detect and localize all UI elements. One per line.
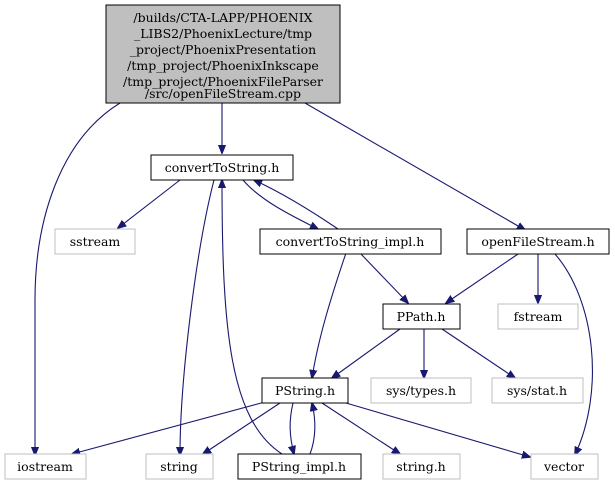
edge-pstring-h-to-iostream <box>72 401 266 454</box>
node-label: sstream <box>70 234 121 249</box>
node-pstring-impl-h[interactable]: PString_impl.h <box>237 453 362 480</box>
node-sstream[interactable]: sstream <box>54 228 136 255</box>
edge-root-to-openfilestream-h <box>304 102 525 230</box>
edge-converttostring-h-to-string <box>180 179 215 455</box>
node-label: sys/stat.h <box>507 383 567 398</box>
node-label: sys/types.h <box>386 383 456 398</box>
node-iostream[interactable]: iostream <box>4 453 87 480</box>
edge-converttostring-impl-h-to-ppath-h <box>359 252 408 303</box>
edge-pstring-h-to-string <box>203 402 281 454</box>
root-line-5: /tmp_project/PhoenixFileParser <box>123 74 323 89</box>
edge-openfilestream-h-to-vector <box>554 253 593 455</box>
node-label: openFileStream.h <box>481 234 594 249</box>
edge-root-to-iostream <box>35 102 121 455</box>
root-line-2: _LIBS2/PhoenixLecture/tmp <box>134 26 312 41</box>
root-line-4: /tmp_project/PhoenixInkscape <box>127 58 319 73</box>
edge-pstring-impl-h-to-converttostring-h <box>222 180 283 455</box>
node-label: convertToString_impl.h <box>276 234 425 249</box>
node-label: PPath.h <box>397 309 446 324</box>
node-converttostring-impl-h[interactable]: convertToString_impl.h <box>259 228 442 255</box>
edge-converttostring-h-to-converttostring-impl-h <box>242 179 318 229</box>
node-sys-stat-h[interactable]: sys/stat.h <box>491 377 584 404</box>
node-fstream[interactable]: fstream <box>497 303 579 330</box>
edge-pstring-h-to-vector <box>345 402 530 457</box>
node-label: fstream <box>514 309 563 324</box>
edge-openfilestream-h-to-ppath-h <box>446 253 519 303</box>
nodes: /builds/CTA-LAPP/PHOENIX _LIBS2/PhoenixL… <box>4 4 610 480</box>
node-string-h[interactable]: string.h <box>382 453 461 480</box>
node-sys-types-h[interactable]: sys/types.h <box>370 377 472 404</box>
node-label: convertToString.h <box>165 160 280 175</box>
node-label: vector <box>543 459 584 474</box>
node-label: string.h <box>396 459 446 474</box>
edge-pstring-impl-h-to-pstring-h <box>309 403 315 455</box>
edge-ppath-h-to-pstring-h <box>332 328 401 378</box>
node-string[interactable]: string <box>145 453 214 480</box>
edge-pstring-h-to-string-h <box>321 402 400 454</box>
edge-converttostring-impl-h-to-converttostring-h <box>254 180 339 230</box>
edge-pstring-h-to-pstring-impl-h <box>290 402 294 454</box>
node-vector[interactable]: vector <box>530 453 599 480</box>
node-label: iostream <box>17 459 73 474</box>
node-ppath-h[interactable]: PPath.h <box>382 303 461 330</box>
edge-ppath-h-to-sys-stat-h <box>441 328 515 378</box>
root-line-1: /builds/CTA-LAPP/PHOENIX <box>133 10 312 25</box>
node-label: PString_impl.h <box>252 459 346 474</box>
edges <box>35 102 593 457</box>
root-line-6: /src/openFileStream.cpp <box>145 86 301 101</box>
node-root-file[interactable]: /builds/CTA-LAPP/PHOENIX _LIBS2/PhoenixL… <box>105 4 341 104</box>
node-pstring-h[interactable]: PString.h <box>261 377 349 404</box>
node-converttostring-h[interactable]: convertToString.h <box>150 154 294 181</box>
node-label: PString.h <box>275 383 335 398</box>
edge-converttostring-impl-h-to-pstring-h <box>312 252 347 378</box>
node-label: string <box>160 459 197 474</box>
node-openfilestream-h[interactable]: openFileStream.h <box>466 228 610 255</box>
edge-converttostring-h-to-sstream <box>118 179 181 228</box>
root-line-3: _project/PhoenixPresentation <box>130 42 316 57</box>
